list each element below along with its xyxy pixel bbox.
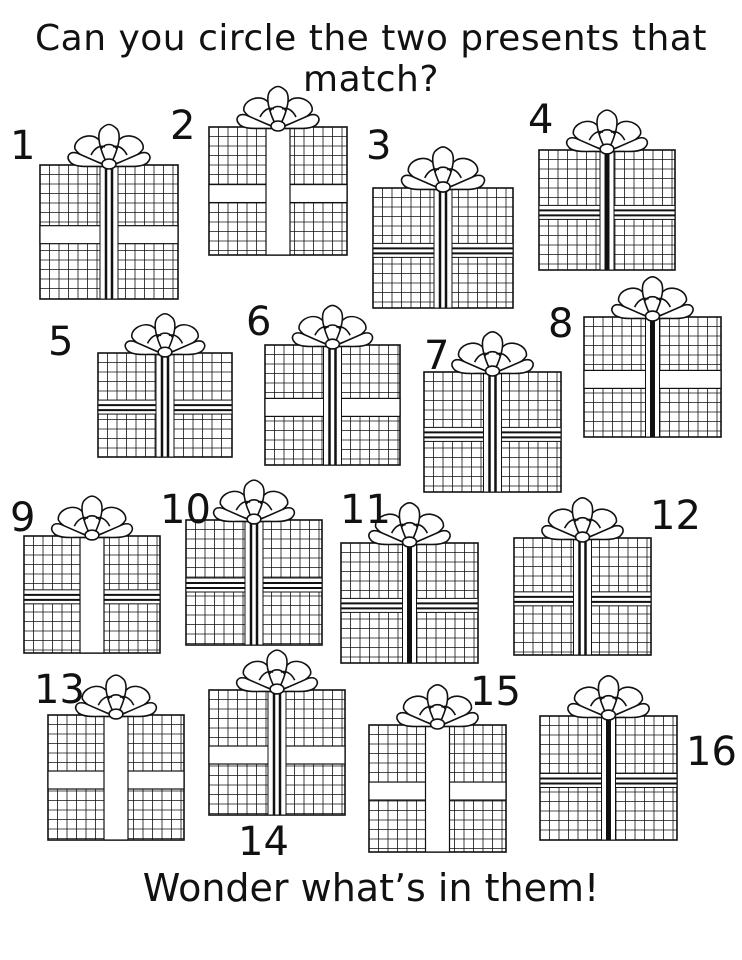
present-number-2: 2 — [170, 103, 196, 149]
present-number-10: 10 — [160, 487, 211, 533]
present-number-4: 4 — [528, 97, 554, 143]
present-number-7: 7 — [424, 333, 450, 379]
present-number-5: 5 — [48, 319, 74, 365]
present-number-1: 1 — [10, 123, 36, 169]
ribbon-vertical — [267, 689, 287, 816]
ribbon-vertical — [244, 519, 264, 646]
ribbon-vertical — [433, 187, 453, 309]
present-number-14: 14 — [238, 819, 289, 865]
bow-icon — [567, 675, 650, 721]
present — [539, 675, 678, 841]
ribbon-vertical — [155, 352, 175, 458]
bow-icon — [50, 495, 134, 541]
bow-icon — [368, 502, 451, 548]
bow-icon — [565, 109, 649, 155]
bow-icon — [396, 684, 479, 730]
present-number-12: 12 — [650, 493, 701, 539]
present — [372, 146, 514, 309]
worksheet-footer: Wonder what’s in them! — [142, 866, 600, 910]
present-number-9: 9 — [10, 495, 36, 541]
present — [368, 684, 507, 853]
bow-icon — [291, 304, 374, 350]
present-number-11: 11 — [340, 487, 391, 533]
ribbon-vertical — [265, 126, 291, 256]
present — [423, 331, 562, 493]
ribbon-vertical — [573, 537, 592, 656]
present — [513, 497, 652, 656]
present — [97, 312, 233, 458]
bow-icon — [67, 123, 151, 170]
bow-icon — [235, 649, 319, 695]
present — [47, 674, 185, 841]
ribbon-vertical — [323, 344, 342, 466]
present-number-13: 13 — [34, 667, 85, 713]
bow-icon — [74, 674, 158, 720]
present-number-8: 8 — [548, 301, 574, 347]
ribbon-vertical — [79, 535, 105, 654]
ribbon-vertical — [99, 164, 119, 300]
present — [264, 304, 401, 466]
present — [583, 276, 722, 438]
present-number-3: 3 — [366, 123, 392, 169]
bow-icon — [124, 312, 206, 358]
present — [185, 479, 323, 646]
ribbon-vertical — [424, 724, 451, 853]
bow-icon — [400, 146, 486, 193]
present — [208, 649, 346, 816]
present-number-16: 16 — [686, 729, 737, 775]
present — [39, 123, 179, 300]
bow-icon — [541, 497, 624, 543]
ribbon-vertical — [483, 371, 502, 493]
bow-icon — [451, 331, 534, 377]
present-number-6: 6 — [246, 299, 272, 345]
present — [340, 502, 479, 664]
present — [538, 109, 676, 271]
bow-icon — [212, 479, 296, 525]
present — [23, 495, 161, 654]
present — [208, 85, 348, 256]
present-number-15: 15 — [470, 669, 521, 715]
worksheet-title: Can you circle the two presents that mat… — [35, 18, 707, 100]
bow-icon — [611, 276, 694, 322]
ribbon-vertical — [103, 714, 129, 841]
bow-icon — [236, 85, 320, 132]
